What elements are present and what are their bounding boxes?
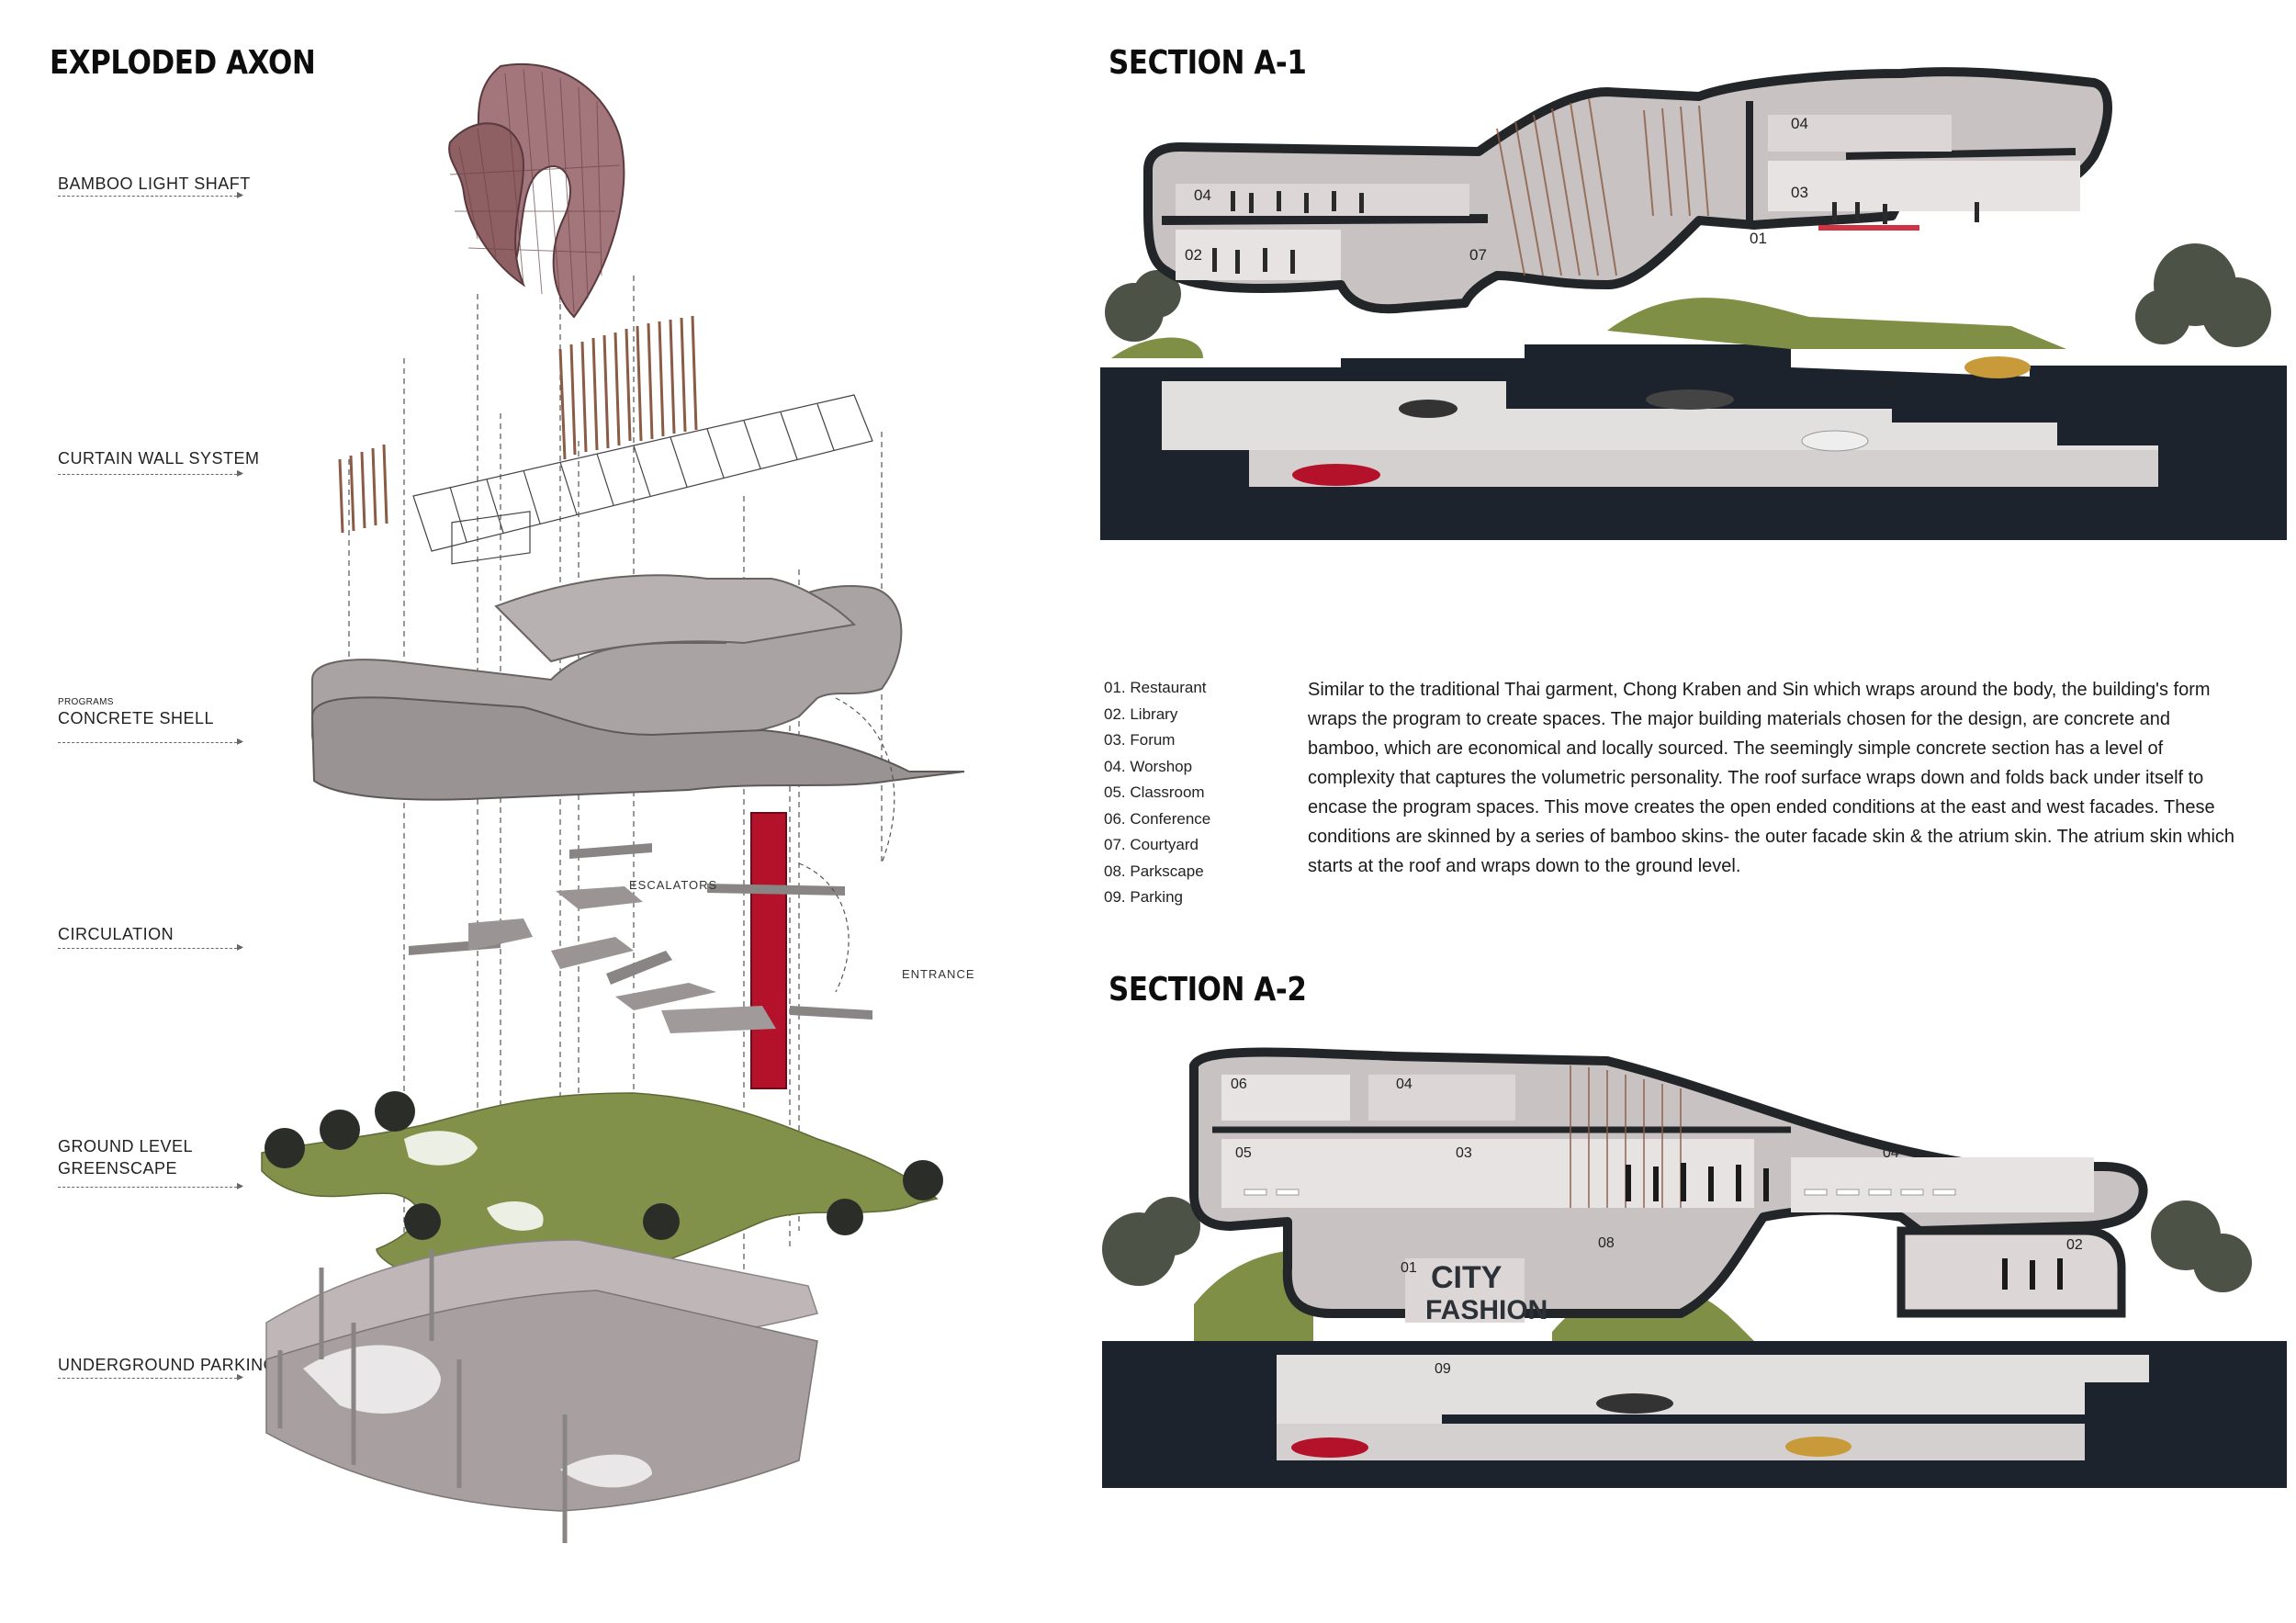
label-underground-parking: UNDERGROUND PARKING xyxy=(58,1356,277,1374)
s2-tag-01: 01 xyxy=(1401,1260,1417,1276)
leader-curtain xyxy=(58,474,242,475)
leader-circulation xyxy=(58,948,242,949)
section-a2-drawing: CITY FASHION 06 04 05 03 04 08 01 02 09 xyxy=(1093,1038,2287,1516)
leader-concrete xyxy=(58,742,242,743)
legend-item: 06. Conference xyxy=(1104,809,1211,828)
s2-tag-06: 06 xyxy=(1231,1076,1247,1092)
s2-tag-04b: 04 xyxy=(1883,1145,1899,1161)
leader-bamboo xyxy=(58,196,242,197)
legend-item: 05. Classroom xyxy=(1104,783,1205,801)
s2-tag-04a: 04 xyxy=(1396,1076,1412,1092)
label-concrete-shell: PROGRAMS CONCRETE SHELL xyxy=(58,698,214,729)
s1-tag-01: 01 xyxy=(1750,230,1767,247)
arrow-circulation: ▸ xyxy=(237,939,244,953)
arrow-curtain: ▸ xyxy=(237,465,244,479)
s1-tag-04a: 04 xyxy=(1194,186,1211,204)
leader-parking xyxy=(58,1378,242,1379)
s1-tag-07: 07 xyxy=(1469,246,1487,264)
curtain-wall-system xyxy=(338,315,698,534)
section-a1-drawing: 04 04 03 02 07 01 09 xyxy=(1093,55,2287,569)
label-entrance: ENTRANCE xyxy=(902,967,975,981)
label-programs: PROGRAMS xyxy=(58,697,114,707)
section1-trees xyxy=(1105,188,2271,347)
s2-tag-09: 09 xyxy=(1435,1361,1451,1377)
section2-shell: CITY FASHION xyxy=(1189,1047,2148,1325)
legend-item: 04. Worshop xyxy=(1104,757,1193,775)
label-ground-line2: GREENSCAPE xyxy=(58,1159,178,1178)
s2-tag-08: 08 xyxy=(1598,1235,1615,1251)
s1-tag-09: 09 xyxy=(1878,374,1896,391)
axon-trees xyxy=(264,1091,943,1240)
arrow-ground: ▸ xyxy=(237,1178,244,1192)
s1-tag-03: 03 xyxy=(1791,184,1808,201)
arrow-concrete: ▸ xyxy=(237,733,244,748)
section1-cars xyxy=(1292,356,2031,486)
section-a1-title: SECTION A-1 xyxy=(1109,44,1307,82)
s1-tag-04b: 04 xyxy=(1791,115,1808,132)
label-concrete: CONCRETE SHELL xyxy=(58,709,215,727)
exploded-axon-title: EXPLODED AXON xyxy=(50,44,316,82)
label-curtain-wall: CURTAIN WALL SYSTEM xyxy=(58,449,260,468)
legend-item: 03. Forum xyxy=(1104,731,1176,749)
concrete-shell xyxy=(310,574,965,801)
design-description: Similar to the traditional Thai garment,… xyxy=(1308,680,2235,876)
underground-parking xyxy=(265,1239,818,1543)
label-ground-level: GROUND LEVEL GREENSCAPE xyxy=(58,1135,193,1179)
label-ground-line1: GROUND LEVEL xyxy=(58,1137,194,1155)
s2-tag-02: 02 xyxy=(2066,1237,2083,1253)
legend-item: 09. Parking xyxy=(1104,888,1183,906)
legend-item: 01. Restaurant xyxy=(1104,679,1207,696)
legend-item: 07. Courtyard xyxy=(1104,836,1199,853)
bamboo-light-shaft xyxy=(448,62,625,319)
label-bamboo-light-shaft: BAMBOO LIGHT SHAFT xyxy=(58,175,251,193)
s2-tag-03: 03 xyxy=(1456,1145,1472,1161)
legend-item: 02. Library xyxy=(1104,704,1178,723)
label-escalators: ESCALATORS xyxy=(629,878,717,892)
label-circulation: CIRCULATION xyxy=(58,925,174,943)
exploded-axon-drawing: ESCALATORS ENTRANCE xyxy=(261,62,975,1543)
legend-item: 08. Parkscape xyxy=(1104,862,1204,880)
arrow-bamboo: ▸ xyxy=(237,186,244,201)
s2-tag-05: 05 xyxy=(1235,1145,1252,1161)
arrow-parking: ▸ xyxy=(237,1369,244,1383)
curtain-wall-mesh xyxy=(412,394,873,565)
sign-city: CITY xyxy=(1431,1260,1503,1295)
section-a2-title: SECTION A-2 xyxy=(1109,971,1307,1009)
ground-greenscape xyxy=(261,1091,943,1279)
section1-shell xyxy=(1143,67,2112,314)
s1-tag-02: 02 xyxy=(1185,246,1202,264)
sign-fashion: FASHION xyxy=(1425,1295,1548,1325)
program-legend: 01. Restaurant 02. Library 03. Forum 04.… xyxy=(1104,675,1210,911)
circulation-elements xyxy=(409,697,895,1089)
leader-ground xyxy=(58,1187,242,1188)
section2-trees xyxy=(1102,1197,2252,1292)
section2-cars xyxy=(1291,1393,1851,1458)
